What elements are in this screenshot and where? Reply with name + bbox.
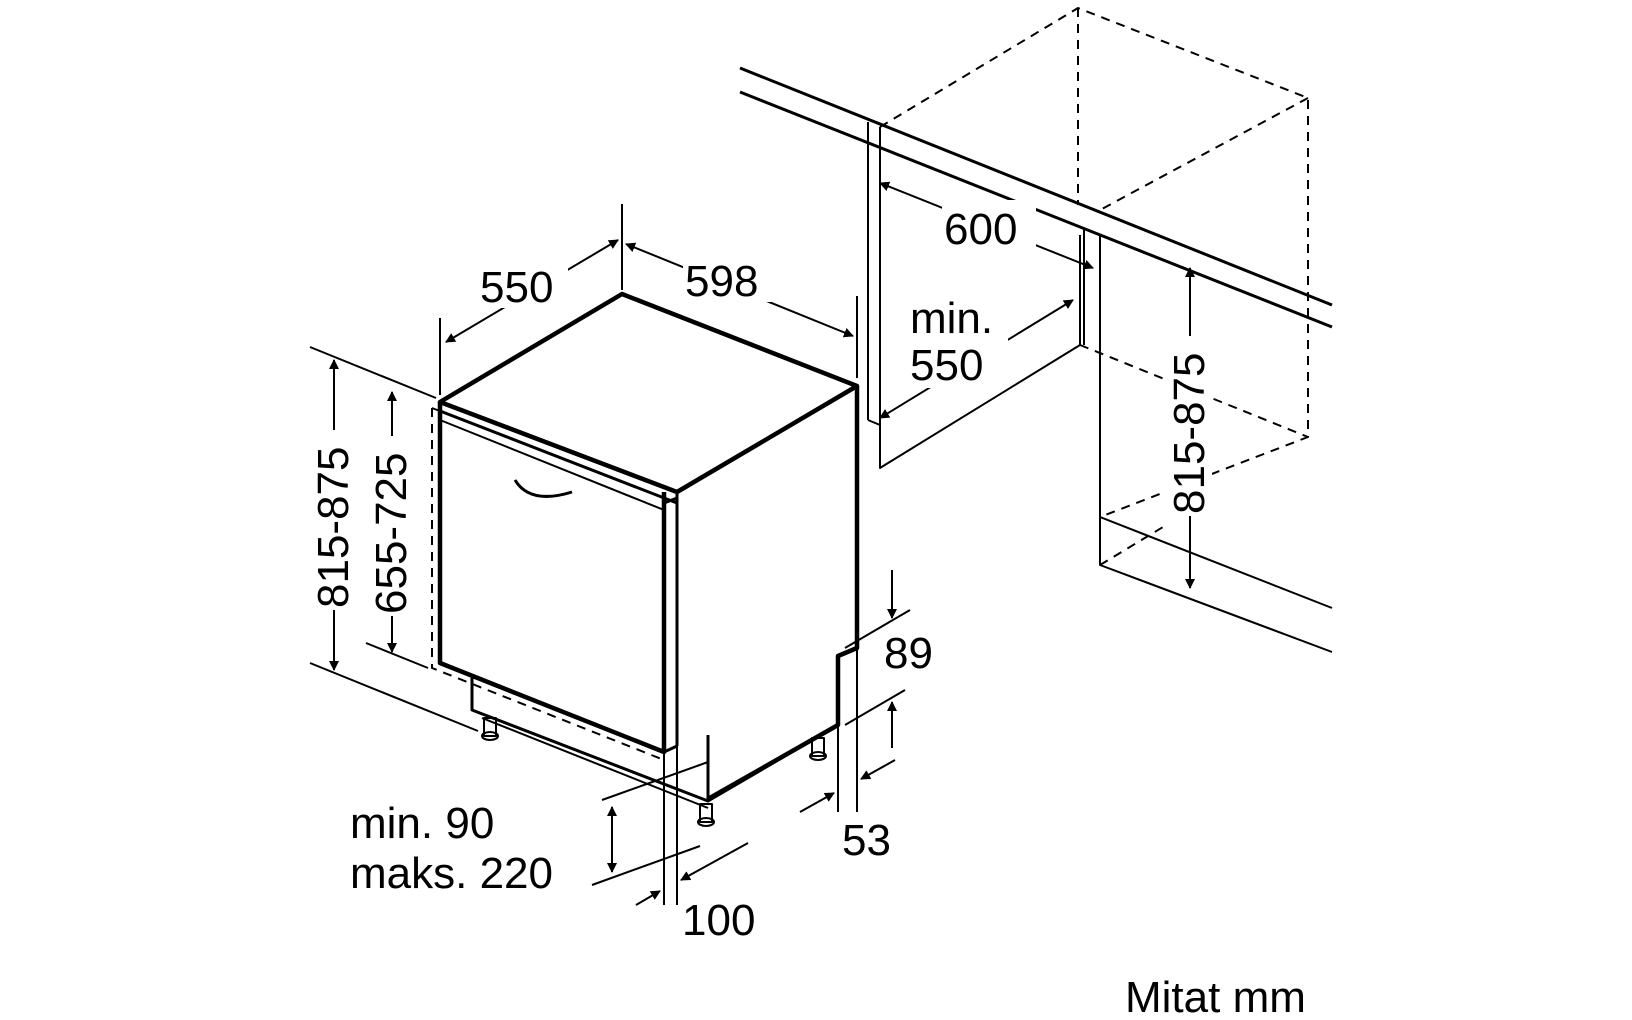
door-panel-dashed [431, 408, 665, 761]
label-53: 53 [842, 816, 891, 865]
label-width-598: 598 [685, 257, 758, 306]
label-door-height: 655-725 [367, 453, 416, 614]
niche-base-line [1099, 517, 1333, 653]
appliance-top [437, 291, 860, 495]
dim-100-line-right [680, 842, 749, 881]
label-total-height: 815-875 [309, 447, 358, 608]
dishwasher-body [431, 291, 860, 827]
niche-dashed-outline [879, 7, 1309, 566]
dim-53-line-left [799, 792, 835, 813]
dim-53-line-right [860, 759, 896, 780]
label-plinth-min: min. 90 [350, 799, 494, 848]
label-plinth-max: maks. 220 [350, 849, 553, 898]
appliance-dimensions [309, 204, 911, 906]
appliance-side [706, 386, 860, 801]
label-min-depth-line1: min. [910, 294, 993, 343]
label-depth-550: 550 [480, 263, 553, 312]
appliance-base [470, 675, 710, 803]
label-niche-600: 600 [944, 205, 1017, 254]
label-89: 89 [884, 629, 933, 678]
label-100: 100 [682, 896, 755, 945]
dimension-labels: 550 598 600 min. 550 815-875 815-875 655… [308, 200, 1306, 1020]
door-handle [513, 479, 573, 498]
worktop-top-edge [739, 66, 1333, 307]
label-units: Mitat mm [1125, 973, 1306, 1020]
label-min-depth-line2: 550 [910, 341, 983, 390]
dim-100-line-left [635, 890, 661, 906]
cabinet-niche [739, 7, 1333, 653]
label-niche-height: 815-875 [1165, 353, 1214, 514]
appliance-door [437, 402, 667, 755]
appliance-feet [481, 717, 827, 827]
